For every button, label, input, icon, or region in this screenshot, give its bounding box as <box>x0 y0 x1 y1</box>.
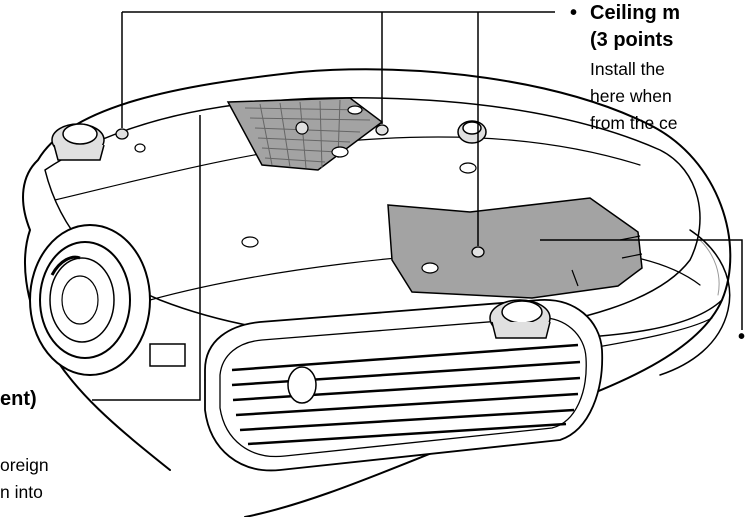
lens-assembly <box>29 224 151 376</box>
ceiling-mount-bullet: • <box>570 2 578 24</box>
air-filter-desc-line-2: n into <box>0 482 43 502</box>
lamp-cover-bullet: • <box>738 326 746 348</box>
ceiling-mount-subtitle: (3 points <box>590 29 674 51</box>
air-filter-title: ent) <box>0 388 37 410</box>
rear-foot <box>457 120 487 144</box>
mount-hole-1 <box>115 128 129 140</box>
ceiling-mount-desc-line-2: here when <box>590 86 672 106</box>
ceiling-mount-title: Ceiling m <box>590 2 681 24</box>
vent-grille <box>204 299 604 472</box>
mount-hole-3 <box>471 246 485 258</box>
ceiling-mount-desc-line-1: Install the <box>590 59 665 79</box>
vent-button <box>287 366 317 404</box>
air-filter-cover <box>226 97 384 171</box>
ceiling-mount-desc-line-3: from the ce <box>590 113 678 133</box>
mount-hole-2 <box>375 124 389 136</box>
front-label-plate <box>149 343 186 367</box>
lamp-cover-plate <box>387 197 643 299</box>
leader-lines <box>92 11 743 401</box>
adjustable-foot-right <box>489 299 551 339</box>
mount-holes <box>115 124 485 258</box>
adjustable-foot-left <box>51 123 105 161</box>
air-filter-desc-line-1: oreign <box>0 455 49 475</box>
